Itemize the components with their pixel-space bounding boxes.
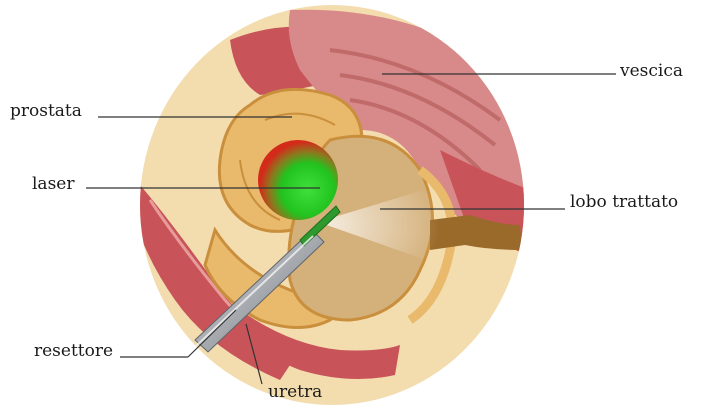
label-uretra: uretra: [268, 382, 322, 402]
label-laser: laser: [32, 174, 74, 194]
anatomy-view: [130, 0, 540, 407]
label-prostata: prostata: [10, 101, 82, 121]
laser-lesion: [258, 140, 338, 220]
label-vescica: vescica: [620, 61, 683, 81]
label-resettore: resettore: [34, 341, 113, 361]
label-lobo-trattato: lobo trattato: [570, 192, 678, 212]
